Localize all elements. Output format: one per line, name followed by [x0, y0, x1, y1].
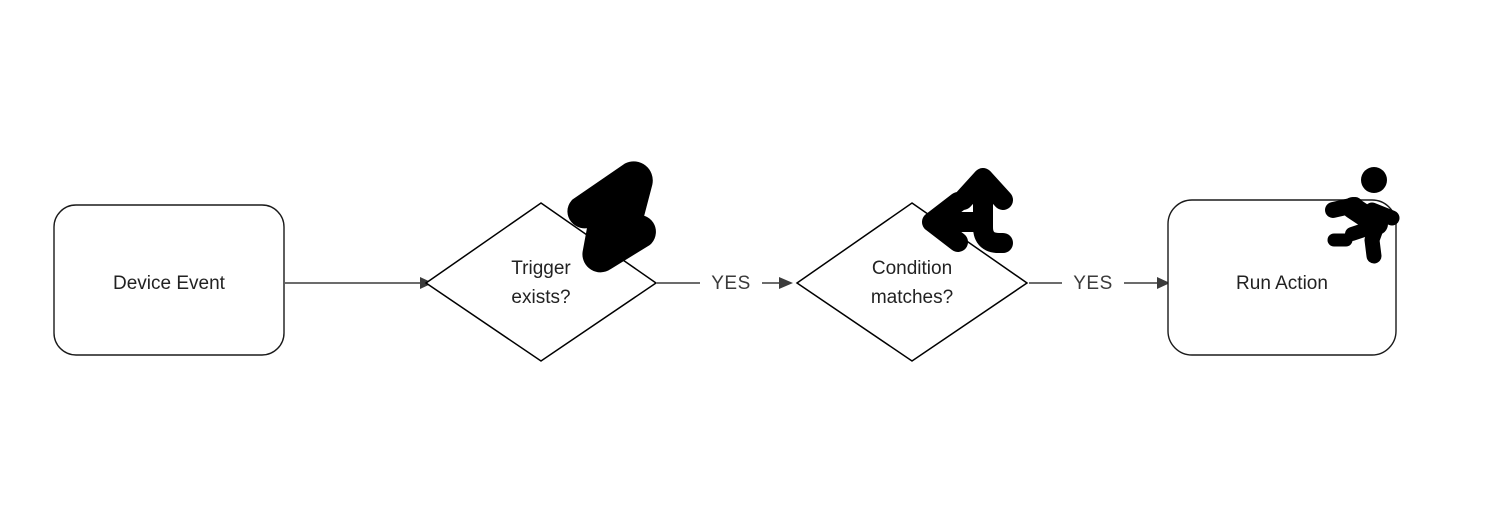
node-device-event[interactable]: Device Event	[53, 204, 285, 356]
run-action-label: Run Action	[1236, 273, 1328, 294]
trigger-exists-label-line1: Trigger	[511, 258, 571, 279]
device-event-box[interactable]	[53, 204, 285, 356]
node-trigger-exists[interactable]: Trigger exists?	[424, 161, 658, 362]
lightning-bolt-icon	[567, 161, 656, 273]
running-person-icon	[1325, 167, 1400, 264]
edge-condition-to-run-action: YES	[1029, 273, 1170, 294]
node-run-action[interactable]: Run Action	[1167, 167, 1400, 356]
trigger-exists-label-line2: exists?	[511, 287, 570, 308]
condition-matches-label-line2: matches?	[871, 287, 953, 308]
edge-2-label: YES	[711, 273, 751, 294]
branch-arrows-icon	[922, 168, 1013, 253]
condition-matches-label-line1: Condition	[872, 258, 952, 279]
edge-3-arrowhead	[1157, 277, 1170, 289]
condition-matches-diamond[interactable]	[795, 202, 1029, 362]
edge-2-arrowhead	[779, 277, 793, 289]
node-condition-matches[interactable]: Condition matches?	[795, 168, 1029, 362]
running-person-head	[1361, 167, 1387, 193]
edge-trigger-to-condition: YES	[657, 273, 793, 294]
edge-device-event-to-trigger	[285, 277, 433, 289]
device-event-label: Device Event	[113, 273, 226, 294]
edge-3-label: YES	[1073, 273, 1113, 294]
